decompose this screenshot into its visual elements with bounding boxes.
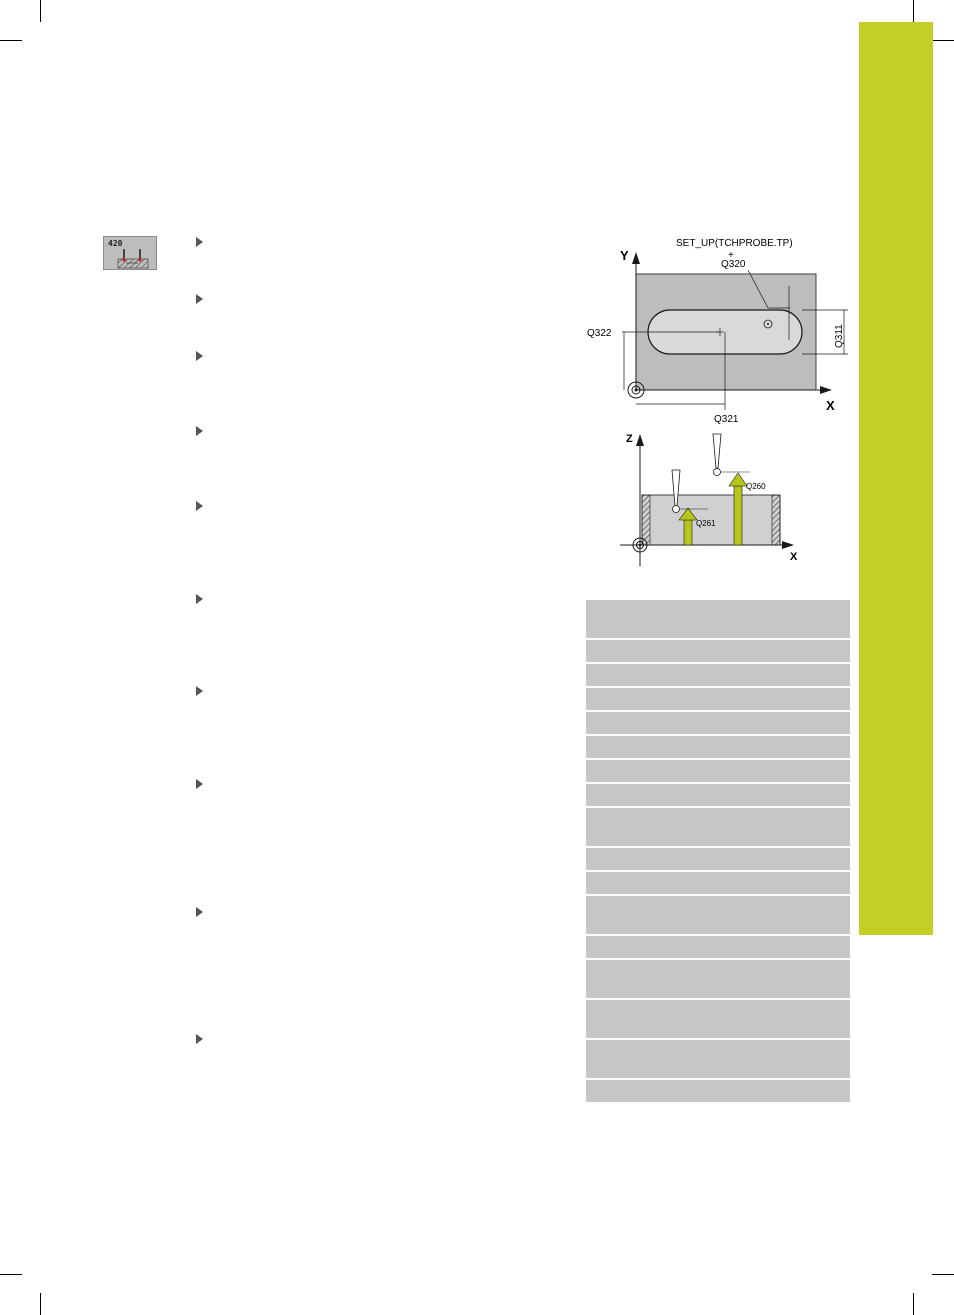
axis-label-x: X — [790, 551, 798, 563]
cycle-number: 420 — [108, 239, 123, 248]
table-row — [586, 872, 850, 896]
parameter-arrow — [196, 351, 203, 361]
table-row — [586, 600, 850, 640]
axis-label-x: X — [826, 398, 835, 413]
crop-mark — [0, 40, 22, 41]
probe-icon — [712, 433, 722, 469]
datum-icon — [632, 537, 648, 553]
label-q320: Q320 — [721, 259, 746, 270]
xz-plane-diagram: Z X Q260 Q261 — [620, 433, 798, 566]
parameter-arrow — [196, 686, 203, 696]
parameter-arrow — [196, 237, 203, 247]
table-row — [586, 688, 850, 712]
table-row — [586, 736, 850, 760]
table-row — [586, 712, 850, 736]
table-row — [586, 960, 850, 1000]
table-row — [586, 1000, 850, 1040]
parameter-arrow — [196, 594, 203, 604]
xy-plane-diagram: Y X Q322 Q321 Q311 SET_UP(TCHPROBE.TP) +… — [587, 238, 848, 425]
probe-slot-icon — [117, 249, 149, 269]
parameter-arrow — [196, 907, 203, 917]
parameter-arrow — [196, 501, 203, 511]
parameter-arrow — [196, 779, 203, 789]
label-q261: Q261 — [696, 519, 716, 528]
table-row — [586, 1040, 850, 1080]
parameter-arrow — [196, 1034, 203, 1044]
q260-arrow-icon — [728, 472, 748, 487]
table-row — [586, 848, 850, 872]
workpiece — [641, 494, 781, 546]
crop-mark — [932, 40, 954, 41]
crop-mark — [0, 1274, 22, 1275]
parameter-table — [586, 600, 850, 1102]
label-q311: Q311 — [834, 324, 845, 348]
datum-icon — [627, 381, 645, 399]
label-q260: Q260 — [746, 482, 766, 491]
crop-mark — [932, 1274, 954, 1275]
label-q321: Q321 — [714, 414, 739, 425]
label-plus: + — [728, 250, 734, 261]
probe-position-icon — [763, 319, 773, 329]
z-axis-arrow-icon — [636, 434, 644, 446]
x-axis-arrow-icon — [820, 386, 832, 394]
table-row — [586, 808, 850, 848]
table-row — [586, 664, 850, 688]
cycle-softkey-icon: 420 — [103, 236, 157, 270]
axis-label-z: Z — [626, 433, 633, 445]
q261-arrow-icon — [678, 507, 698, 521]
parameter-arrow — [196, 426, 203, 436]
y-axis-arrow-icon — [632, 252, 640, 264]
crop-mark — [40, 0, 41, 22]
crop-mark — [913, 0, 914, 22]
crop-mark — [913, 1293, 914, 1315]
x-axis-arrow-icon — [782, 541, 794, 549]
table-row — [586, 1080, 850, 1102]
chapter-tab — [859, 22, 933, 935]
label-setup: SET_UP(TCHPROBE.TP) — [676, 238, 793, 249]
table-row — [586, 640, 850, 664]
axis-label-y: Y — [620, 248, 629, 263]
crop-mark — [40, 1293, 41, 1315]
table-row — [586, 760, 850, 784]
table-row — [586, 784, 850, 808]
label-q322: Q322 — [587, 328, 612, 339]
table-row — [586, 936, 850, 960]
parameter-arrow — [196, 294, 203, 304]
table-row — [586, 896, 850, 936]
